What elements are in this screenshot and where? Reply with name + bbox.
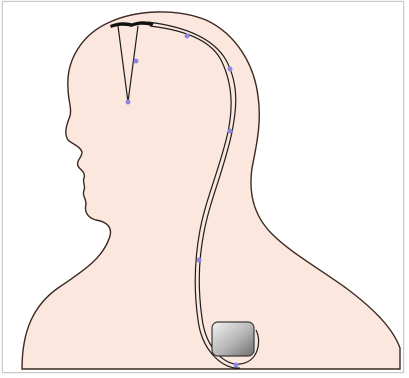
pulse-generator	[212, 322, 254, 356]
marker-dot	[185, 34, 190, 39]
marker-dot	[197, 258, 202, 263]
marker-dot	[228, 129, 233, 134]
marker-dot	[234, 363, 239, 368]
marker-dot	[228, 67, 233, 72]
marker-dot	[134, 59, 139, 64]
marker-dot	[126, 100, 131, 105]
